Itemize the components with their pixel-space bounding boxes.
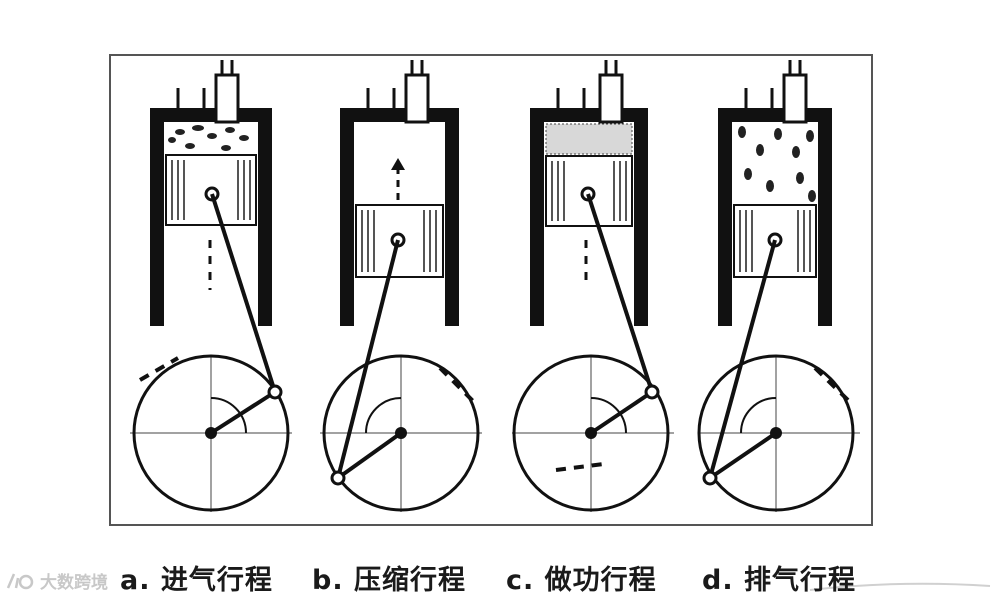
crank-arm [209,390,277,435]
stroke-a-illustration [130,60,292,512]
crank-wheel [132,354,290,512]
caption-d: d. 排气行程 [702,565,856,596]
exhaust-gas [738,126,816,202]
watermark-swoosh [809,582,991,591]
cylinder-wall-left [150,108,164,326]
stroke-d-illustration [697,60,860,512]
crank-wheel [322,354,480,512]
connecting-rod [708,239,777,479]
crank-wheel [512,354,670,512]
connecting-rod [336,239,400,479]
watermark-logo-icon [6,573,34,589]
spark-plug [214,73,240,124]
intake-mixture [168,125,249,151]
crank-wheel [697,354,855,512]
stroke-c-illustration [512,60,674,512]
spark-plug [404,73,430,124]
caption-row: a. 进气行程 b. 压缩行程 c. 做功行程 d. 排气行程 [0,552,1000,596]
watermark: 大数跨境 [6,568,108,593]
connecting-rod [210,193,277,393]
crank-arm [336,431,403,480]
diagram-frame [109,54,873,526]
caption-b: b. 压缩行程 [312,565,466,596]
spark-plug [598,73,624,124]
caption-a: a. 进气行程 [120,565,273,596]
combustion-gas [545,123,633,155]
crank-arm [708,431,778,480]
cylinder-head [150,108,272,122]
spark-plug [782,73,808,124]
cylinder-wall-right [258,108,272,326]
crank-arm [589,390,654,435]
stroke-b-illustration [320,60,482,512]
caption-c: c. 做功行程 [506,565,657,596]
watermark-text: 大数跨境 [40,573,108,593]
connecting-rod [586,193,654,393]
